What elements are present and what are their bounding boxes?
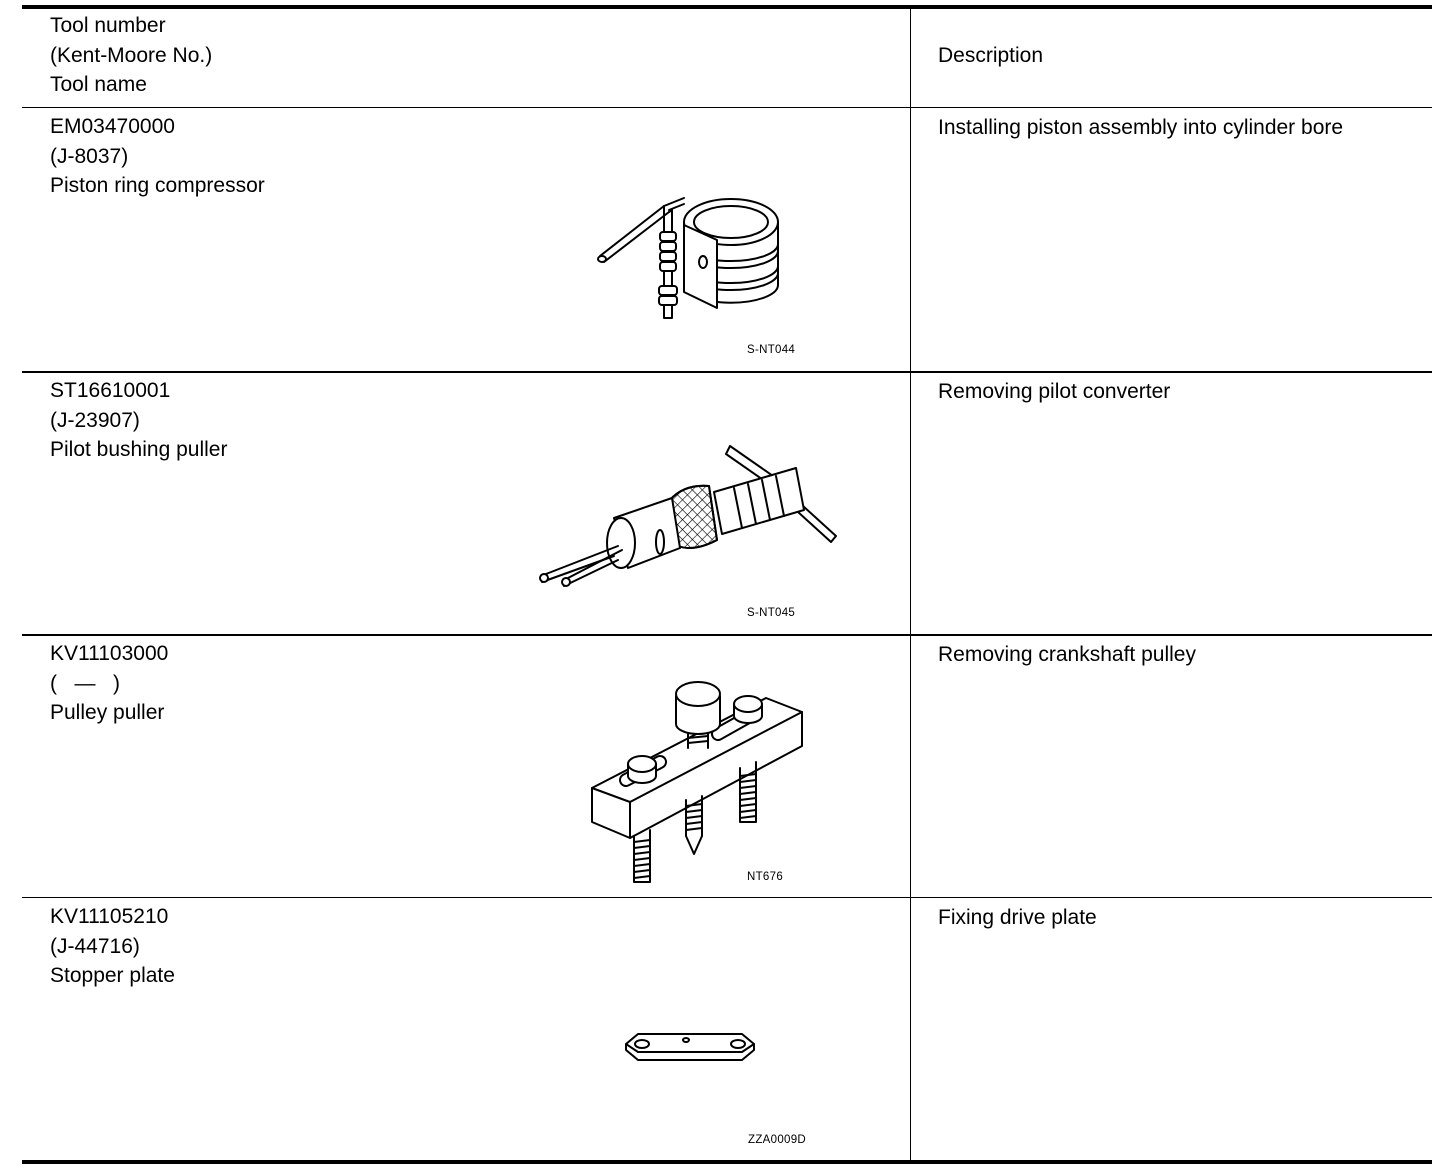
header-tool-column: Tool number (Kent-Moore No.) Tool name bbox=[50, 11, 212, 100]
tool-number: KV11105210 bbox=[50, 905, 169, 928]
tool-description: Installing piston assembly into cylinder… bbox=[938, 116, 1344, 139]
figure-code: S-NT045 bbox=[747, 607, 796, 619]
table-row-2-tool: ST16610001 (J-23907) Pilot bushing pulle… bbox=[50, 376, 227, 465]
tool-name: Pilot bushing puller bbox=[50, 438, 228, 461]
table-row-4-tool: KV11105210 (J-44716) Stopper plate bbox=[50, 902, 175, 991]
header-tool-name: Tool name bbox=[50, 73, 147, 96]
kent-moore-number: (J-23907) bbox=[50, 408, 140, 432]
tool-name: Piston ring compressor bbox=[50, 174, 265, 197]
header-description: Description bbox=[938, 44, 1044, 67]
tool-number: KV11103000 bbox=[50, 642, 169, 665]
tool-number: ST16610001 bbox=[50, 379, 171, 402]
header-tool-number: Tool number bbox=[50, 14, 166, 37]
piston-ring-compressor-illustration bbox=[592, 182, 787, 324]
tool-name: Pulley puller bbox=[50, 701, 165, 724]
header-row-divider bbox=[22, 107, 1432, 108]
tool-name: Stopper plate bbox=[50, 964, 175, 987]
table-top-border bbox=[22, 5, 1432, 9]
table-bottom-border bbox=[22, 1160, 1432, 1164]
kent-moore-number: (J-8037) bbox=[50, 144, 129, 168]
row-divider bbox=[22, 371, 1432, 373]
figure-code: ZZA0009D bbox=[748, 1134, 807, 1146]
tool-description: Removing pilot converter bbox=[938, 380, 1171, 403]
pilot-bushing-puller-illustration bbox=[534, 440, 844, 588]
figure-code: NT676 bbox=[747, 871, 784, 883]
pulley-puller-illustration bbox=[590, 676, 805, 888]
kent-moore-number: (J-44716) bbox=[50, 934, 140, 958]
kent-moore-number: ( — ) bbox=[50, 671, 120, 695]
row-divider bbox=[22, 634, 1432, 636]
header-kent-moore: (Kent-Moore No.) bbox=[50, 43, 213, 67]
tool-number: EM03470000 bbox=[50, 115, 175, 138]
tool-description: Removing crankshaft pulley bbox=[938, 643, 1196, 666]
stopper-plate-illustration bbox=[624, 1030, 756, 1062]
tool-description: Fixing drive plate bbox=[938, 906, 1097, 929]
table-row-3-tool: KV11103000 ( — ) Pulley puller bbox=[50, 639, 168, 728]
figure-code: S-NT044 bbox=[747, 344, 796, 356]
table-row-1-tool: EM03470000 (J-8037) Piston ring compress… bbox=[50, 112, 265, 201]
column-divider bbox=[910, 9, 911, 1160]
row-divider bbox=[22, 897, 1432, 898]
